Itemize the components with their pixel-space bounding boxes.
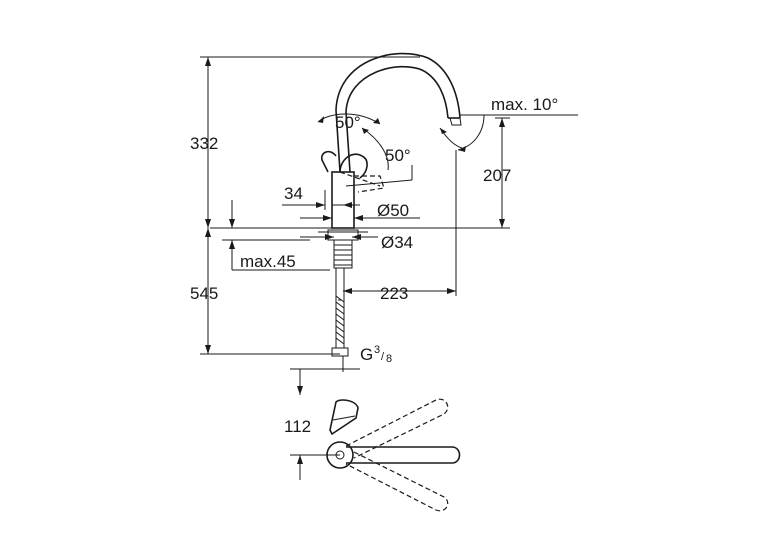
dim-lever-angle-2: 50° — [385, 146, 411, 165]
dim-223: 223 — [380, 284, 408, 303]
dim-545: 545 — [190, 284, 218, 303]
connection-thread-numerator: 3 — [374, 344, 380, 356]
faucet-body — [331, 171, 355, 229]
dim-max-rotation: max. 10° — [491, 95, 558, 114]
dim-207: 207 — [483, 166, 511, 185]
lever-plan — [329, 399, 359, 436]
spout-plan-swing-up — [345, 398, 449, 459]
spout-plan-centre — [346, 446, 461, 464]
shank-thread — [334, 244, 352, 266]
dim-332: 332 — [190, 134, 218, 153]
dim-diameter-34: Ø34 — [381, 233, 413, 252]
connection-thread-label: G — [360, 345, 373, 364]
threaded-shank — [333, 239, 353, 269]
svg-text:/: / — [381, 351, 385, 363]
dim-max-45: max.45 — [240, 252, 296, 271]
connection-thread-denominator: 8 — [386, 353, 392, 365]
flexible-hose — [331, 268, 349, 357]
dim-112: 112 — [284, 417, 311, 436]
lever-handle — [339, 153, 368, 179]
dim-diameter-50: Ø50 — [377, 201, 409, 220]
spout-plan-swing-down — [345, 451, 449, 512]
plan-view: 112 — [284, 368, 461, 512]
faucet-base-plan — [326, 441, 354, 469]
dimension-lines: 332 545 max. 10° 207 50° 50° 34 — [190, 56, 578, 365]
dim-lever-angle-1: 50° — [335, 113, 361, 132]
dim-34: 34 — [284, 184, 303, 203]
elevation-view — [210, 52, 510, 372]
spout — [335, 52, 461, 173]
